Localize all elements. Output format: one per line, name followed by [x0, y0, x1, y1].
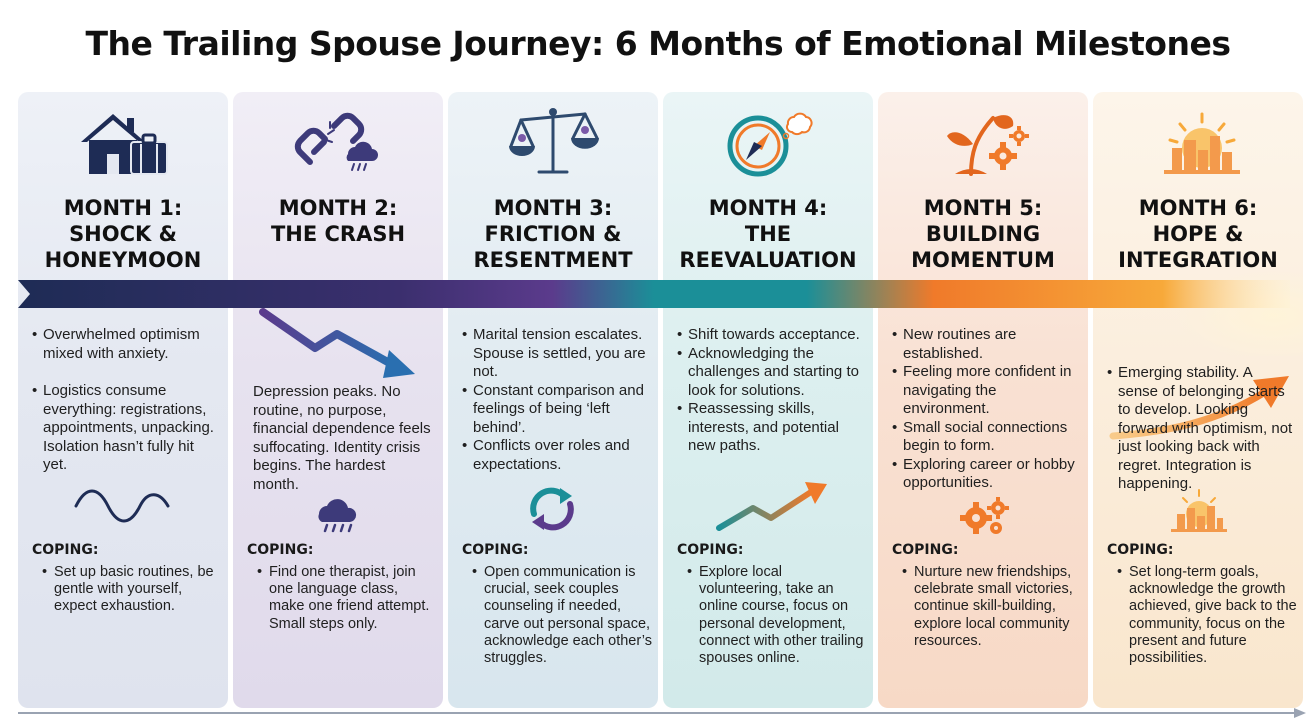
month-4-column: MONTH 4: THE REEVALUATION Shift towards … [663, 92, 873, 708]
coping-label: COPING: [892, 542, 959, 558]
list-item: Small social connections begin to form. [892, 419, 1078, 456]
coping-label: COPING: [247, 542, 314, 558]
house-luggage-icon [81, 114, 168, 175]
trend-up-arrow-icon [716, 482, 827, 531]
month-4-heading: MONTH 4: THE REEVALUATION [679, 196, 857, 272]
coping-text: Explore local volunteering, take an onli… [687, 564, 867, 667]
sunrise-city-small-icon [1171, 489, 1227, 532]
month-2-description: Depression peaks. No routine, no purpose… [247, 383, 433, 494]
month-5-description: New routines are established. Feeling mo… [892, 326, 1078, 493]
coping-label: COPING: [1107, 542, 1174, 558]
list-item: Exploring career or hobby opportunities. [892, 456, 1078, 493]
sunrise-city-icon [1164, 112, 1240, 174]
coping-label: COPING: [32, 542, 99, 558]
sprout-gears-icon [947, 115, 1029, 176]
month-5-column: MONTH 5: BUILDING MOMENTUM New routines … [878, 92, 1088, 708]
wave-icon [74, 489, 170, 523]
month-6-column: MONTH 6: HOPE & INTEGRATION Emerging sta… [1093, 92, 1303, 708]
scales-icon [509, 108, 599, 174]
list-item: Conflicts over roles and expectations. [462, 437, 648, 474]
month-3-description: Marital tension escalates. Spouse is set… [462, 326, 648, 474]
month-6-description: Emerging stability. A sense of belonging… [1107, 364, 1293, 494]
coping-text: Set up basic routines, be gentle with yo… [42, 564, 222, 616]
rain-cloud-icon [318, 499, 357, 533]
list-item: Feeling more confident in navigating the… [892, 363, 1078, 419]
page-title: The Trailing Spouse Journey: 6 Months of… [85, 24, 1231, 63]
circular-arrows-icon [530, 487, 574, 531]
month-5-heading: MONTH 5: BUILDING MOMENTUM [911, 196, 1055, 272]
timeline-arrow [18, 280, 1290, 308]
month-2-heading: MONTH 2: THE CRASH [270, 196, 406, 246]
coping-label: COPING: [677, 542, 744, 558]
coping-text: Find one therapist, join one language cl… [257, 564, 437, 633]
month-1-description: Overwhelmed optimism mixed with anxiety.… [32, 326, 218, 475]
month-1-column: MONTH 1: SHOCK & HONEYMOON Overwhelmed o… [18, 92, 228, 708]
month-3-column: MONTH 3: FRICTION & RESENTMENT Marital t… [448, 92, 658, 708]
month-2-column: MONTH 2: THE CRASH Depression peaks. No … [233, 92, 443, 708]
coping-text: Open communication is crucial, seek coup… [472, 564, 652, 667]
month-1-heading: MONTH 1: SHOCK & HONEYMOON [44, 196, 202, 272]
list-item: Emerging stability. A sense of belonging… [1107, 364, 1293, 494]
bottom-arrow-line [18, 708, 1306, 718]
coping-label: COPING: [462, 542, 529, 558]
gears-icon [960, 497, 1009, 534]
compass-thought-icon [727, 112, 813, 177]
list-item: Depression peaks. No routine, no purpose… [253, 383, 431, 493]
month-6-heading: MONTH 6: HOPE & INTEGRATION [1118, 196, 1278, 272]
list-item: Shift towards acceptance. [677, 326, 863, 345]
list-item: Acknowledging the challenges and startin… [677, 345, 863, 401]
list-item: Marital tension escalates. Spouse is set… [462, 326, 648, 382]
down-arrow-icon [259, 308, 415, 378]
month-3-heading: MONTH 3: FRICTION & RESENTMENT [473, 196, 633, 272]
list-item: New routines are established. [892, 326, 1078, 363]
list-item: Overwhelmed optimism mixed with anxiety. [32, 326, 218, 363]
list-item: Constant comparison and feelings of bein… [462, 382, 648, 438]
broken-chain-rain-icon [294, 112, 378, 171]
coping-text: Nurture new friendships, celebrate small… [902, 564, 1082, 650]
month-4-description: Shift towards acceptance. Acknowledging … [677, 326, 863, 456]
list-item: Reassessing skills, interests, and poten… [677, 400, 863, 456]
coping-text: Set long-term goals, acknowledge the gro… [1117, 564, 1297, 667]
list-item: Logistics consume everything: registrati… [32, 382, 218, 475]
